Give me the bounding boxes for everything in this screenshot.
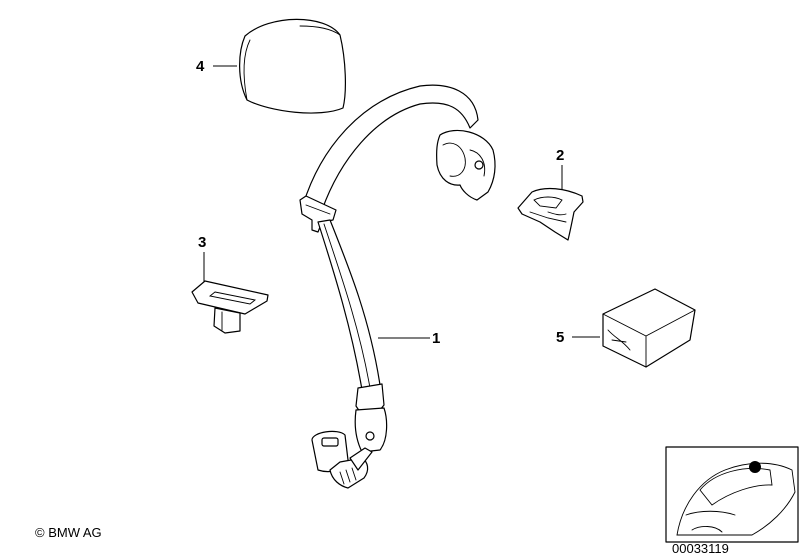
copyright-text: © BMW AG — [35, 525, 102, 540]
location-marker-icon — [749, 461, 761, 473]
buckle-cover-part[interactable] — [517, 187, 584, 241]
callout-2: 2 — [556, 147, 564, 164]
parts-box[interactable] — [602, 288, 696, 368]
callout-1: 1 — [432, 330, 440, 347]
guide-plate-part[interactable] — [191, 280, 269, 334]
callout-5: 5 — [556, 329, 564, 346]
callout-4: 4 — [196, 58, 205, 75]
callout-3: 3 — [198, 234, 206, 251]
headrest-part[interactable] — [239, 18, 346, 114]
image-number: 00033119 — [672, 541, 729, 556]
seat-belt-part[interactable] — [299, 84, 496, 489]
vehicle-inset — [665, 446, 799, 543]
